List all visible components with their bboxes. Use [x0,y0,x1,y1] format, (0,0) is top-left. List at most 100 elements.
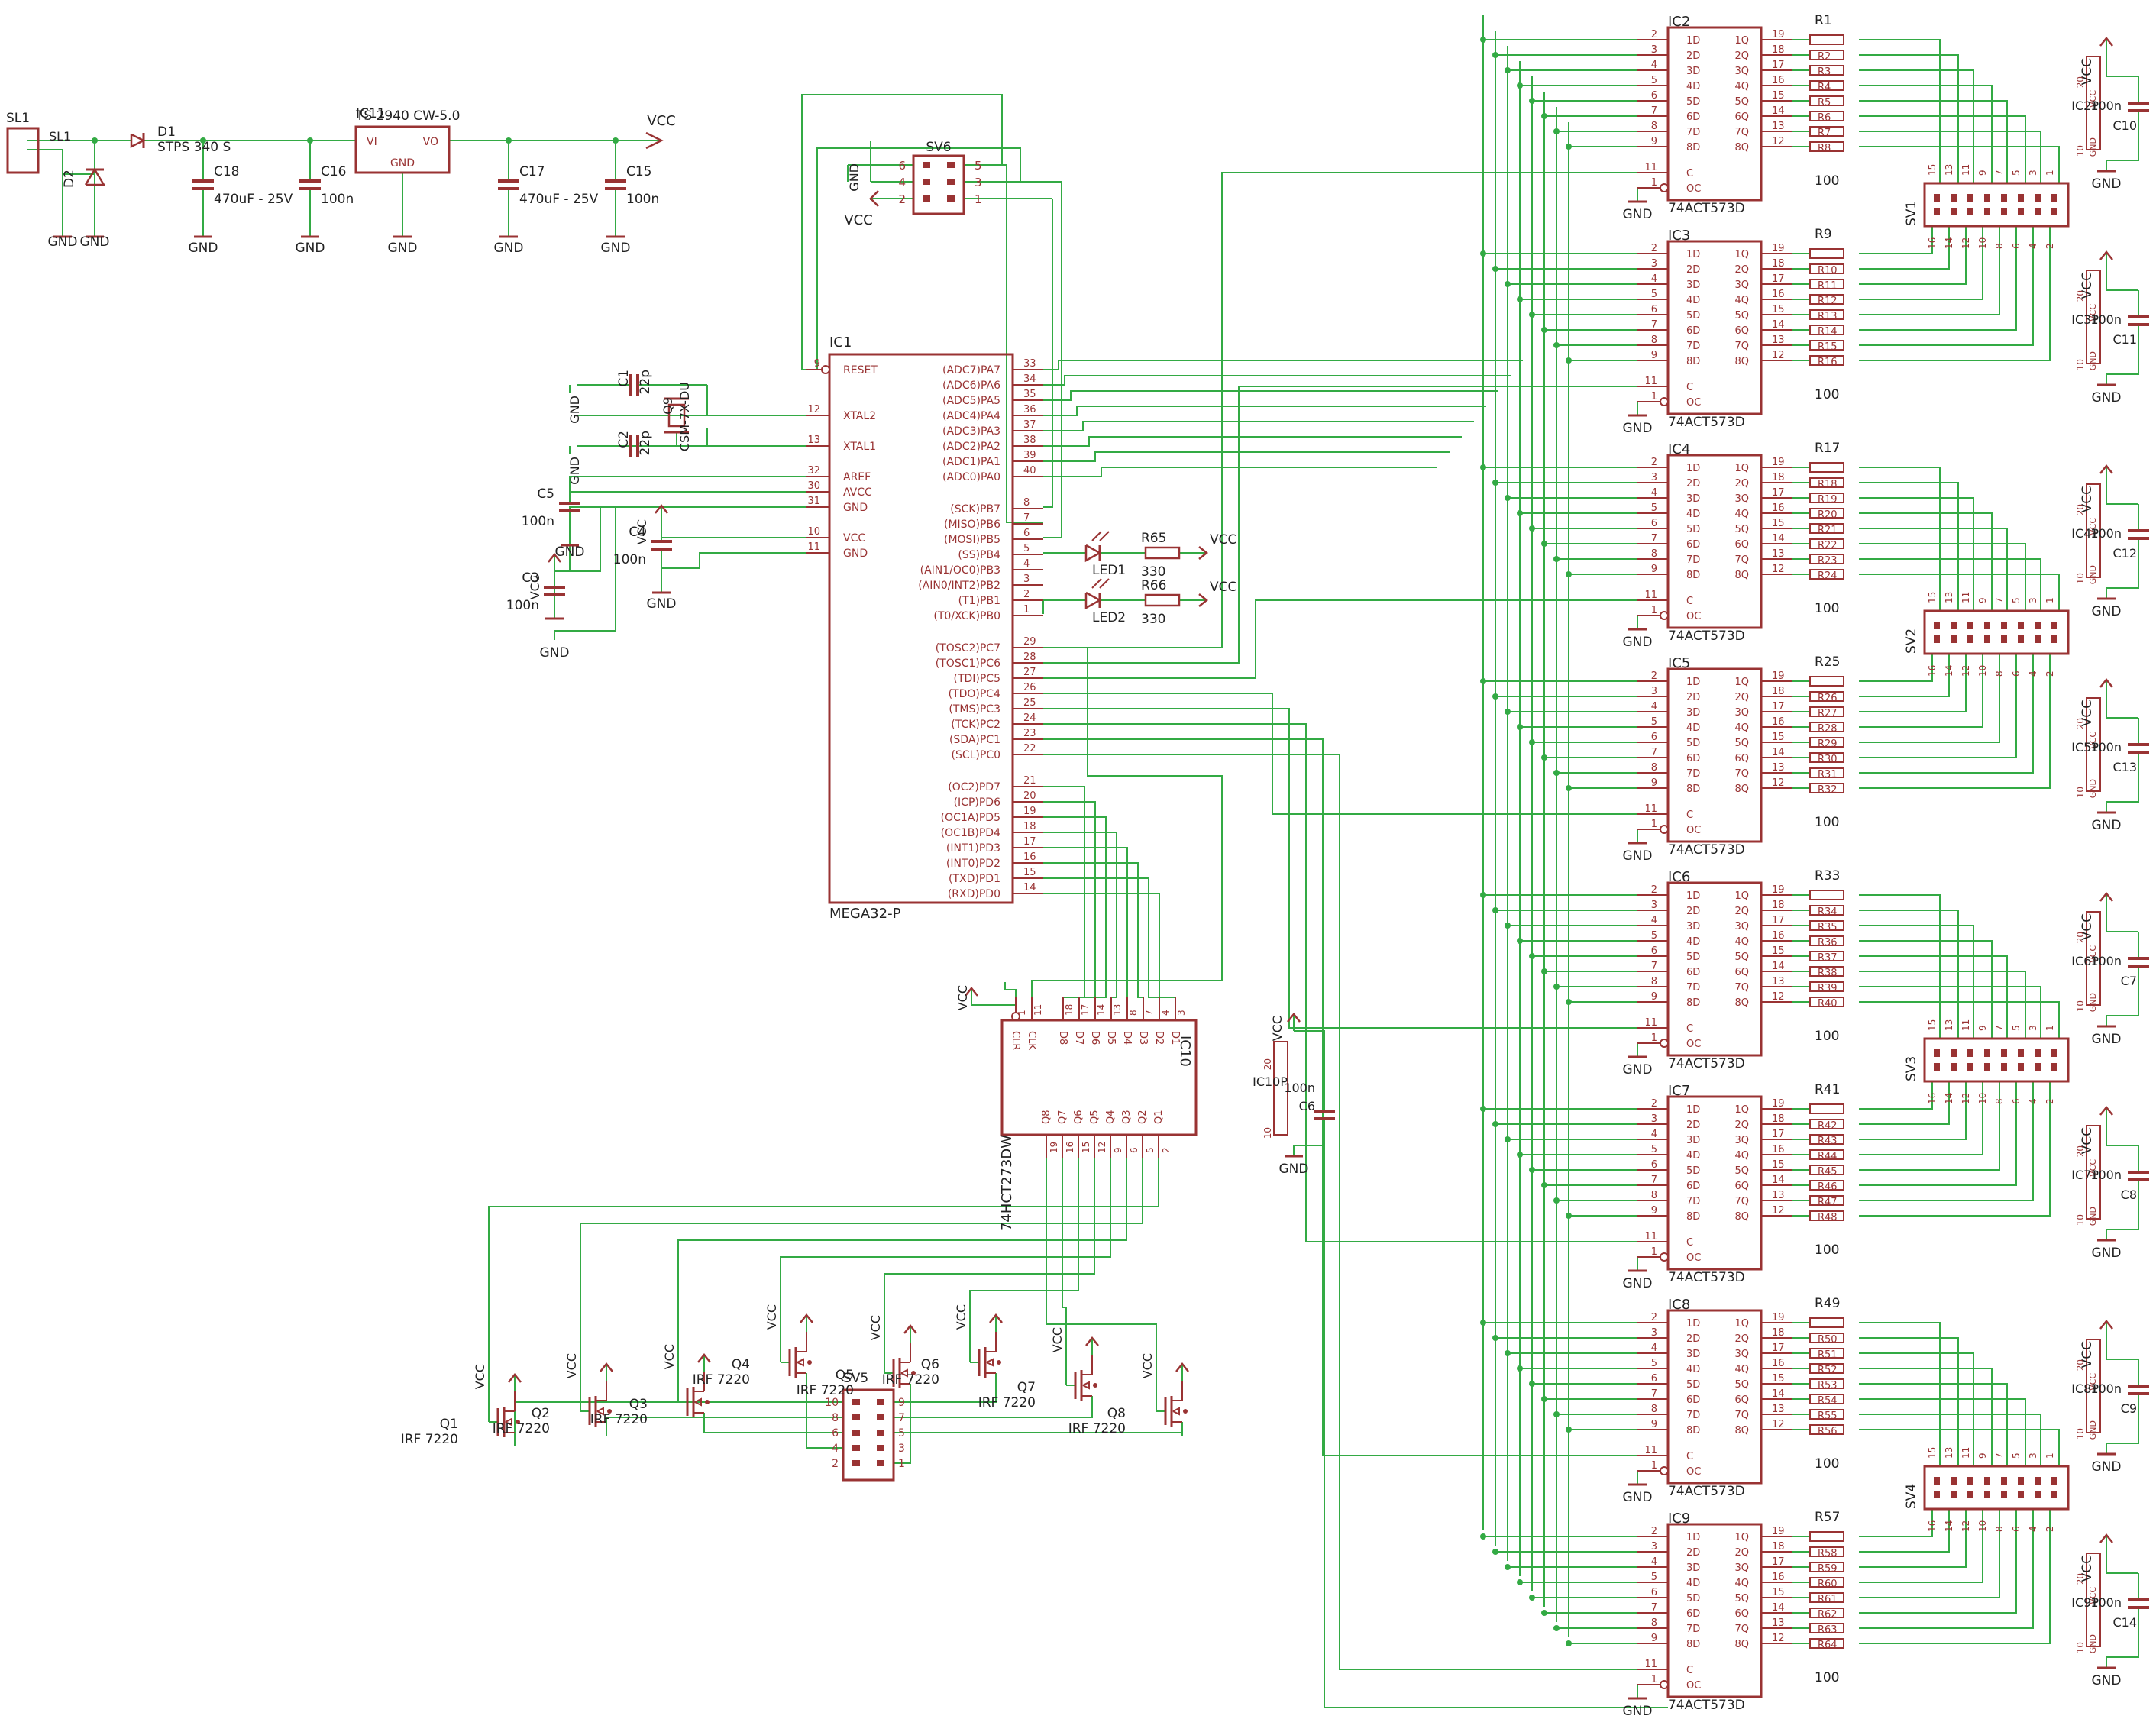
resistor [1809,325,1844,335]
cap-value: 470uF - 25V [214,192,293,207]
ff-pin-name: D8 [1057,1031,1068,1045]
latch-q-name: 1Q [1734,249,1749,260]
header-pin [1951,635,1957,643]
junction-dot [1480,1320,1486,1326]
latch-q-num: 12 [1772,1205,1785,1217]
latch-oc-num: 1 [1651,1246,1657,1258]
latch-d-num: 5 [1651,1144,1657,1155]
header-pin [2051,622,2057,629]
latch-q-name: 8Q [1734,784,1749,795]
latch-q-name: 1Q [1734,1532,1749,1543]
wire [1859,146,2060,183]
wire [1046,1158,1157,1411]
latch-d-num: 9 [1651,350,1657,361]
ff-pin-num: 16 [1065,1142,1075,1153]
wire [1859,1509,1983,1583]
wire [1859,115,2026,183]
vcc-label: VCC [635,519,649,544]
header-pin-num: 3 [2028,1025,2038,1031]
latch-q-name: 4Q [1734,1578,1749,1589]
latch-d-num: 8 [1651,334,1657,346]
latch-q-num: 16 [1772,289,1785,300]
junction-dot [1492,907,1498,913]
junction-dot [1492,1549,1498,1555]
latch-d-name: 8D [1686,356,1700,367]
resistor [1809,462,1844,473]
latch-d-num: 2 [1651,884,1657,896]
latch-d-name: 3D [1686,921,1700,932]
mcu-pin-num: 6 [1023,528,1030,539]
led-body [1084,591,1102,610]
wire [703,1427,843,1433]
header-pin-num: 5 [2011,1025,2022,1031]
wire [1859,226,1983,300]
header-pin-num: 9 [1977,170,1988,176]
ic-pwr-ref: IC9P [2071,1595,2099,1610]
latch-value: 74ACT573D [1668,842,1745,858]
latch-d-name: 3D [1686,707,1700,719]
resistor [1809,1577,1844,1588]
junction-dot [1480,678,1486,684]
latch-q-name: 5Q [1734,96,1749,108]
latch-d-num: 5 [1651,1358,1657,1369]
ff-pin-name: D2 [1153,1031,1165,1045]
latch-d-name: 4D [1686,509,1700,520]
latch-q-num: 18 [1772,900,1785,911]
latch-q-num: 14 [1772,747,1785,758]
mos-ref: Q6 [921,1357,939,1372]
wire [1859,482,1959,611]
res-value: 100 [1815,1456,1839,1472]
junction-dot [1480,1106,1486,1112]
mcu-pin-num: 11 [807,541,820,553]
mos-arrow [694,1397,702,1407]
ff-pin-num: 1 [1017,1010,1027,1016]
latch-oc-num: 1 [1651,1460,1657,1472]
isp-pin-num: 6 [898,159,906,173]
led-ref: LED2 [1092,610,1126,625]
ff-pin-num: 19 [1049,1142,1059,1153]
latch-c: C [1686,1665,1693,1676]
latch-d-num: 2 [1651,243,1657,254]
latch-d-name: 1D [1686,1318,1700,1330]
wire [1043,406,1486,416]
latch-d-name: 5D [1686,1379,1700,1391]
latch-c: C [1686,1451,1693,1462]
mcu-pin-num: 9 [814,358,820,370]
header-pin-num: 7 [1994,597,2005,603]
latch-q-num: 12 [1772,1419,1785,1430]
cap-ref: C17 [519,164,545,179]
junction-dot [1517,1579,1523,1585]
junction-dot [1566,1213,1572,1219]
cap-value: 100n [2090,526,2122,541]
junction-dot [1480,892,1486,898]
res-value: 330 [1141,612,1165,627]
header-ref: SV2 [1904,628,1919,654]
res-ref: R59 [1818,1563,1838,1575]
latch-d-num: 4 [1651,1556,1657,1568]
cap-value: 100n [1284,1081,1315,1095]
tvs-diode [84,167,106,186]
wire [676,432,806,447]
pwr-pin-vcc: VCC [2088,1587,2098,1604]
ic10-ref: IC10 [1177,1036,1193,1067]
mcu-pin-name: (SCK)PB7 [950,503,1000,515]
resistor [1809,263,1844,274]
latch-d-name: 2D [1686,478,1700,490]
latch-q-num: 17 [1772,487,1785,499]
wire [1859,971,2026,1039]
mcu-pin-num: 29 [1023,636,1036,648]
wire [1043,467,1437,477]
res-ref: R55 [1818,1410,1838,1422]
mcu-pin-num: 23 [1023,728,1036,739]
gnd-label: GND [1279,1162,1309,1177]
gnd-label: GND [1623,421,1653,436]
wire [969,1158,1079,1362]
vcc-label: VCC [2080,700,2095,726]
latch-d-num: 8 [1651,1617,1657,1629]
resistor [1809,95,1844,106]
mcu-pin-num: 25 [1023,697,1036,709]
header-pin [2051,635,2057,643]
latch-d-name: 7D [1686,1410,1700,1421]
latch-q-name: 3Q [1734,66,1749,77]
latch-q-num: 18 [1772,472,1785,483]
